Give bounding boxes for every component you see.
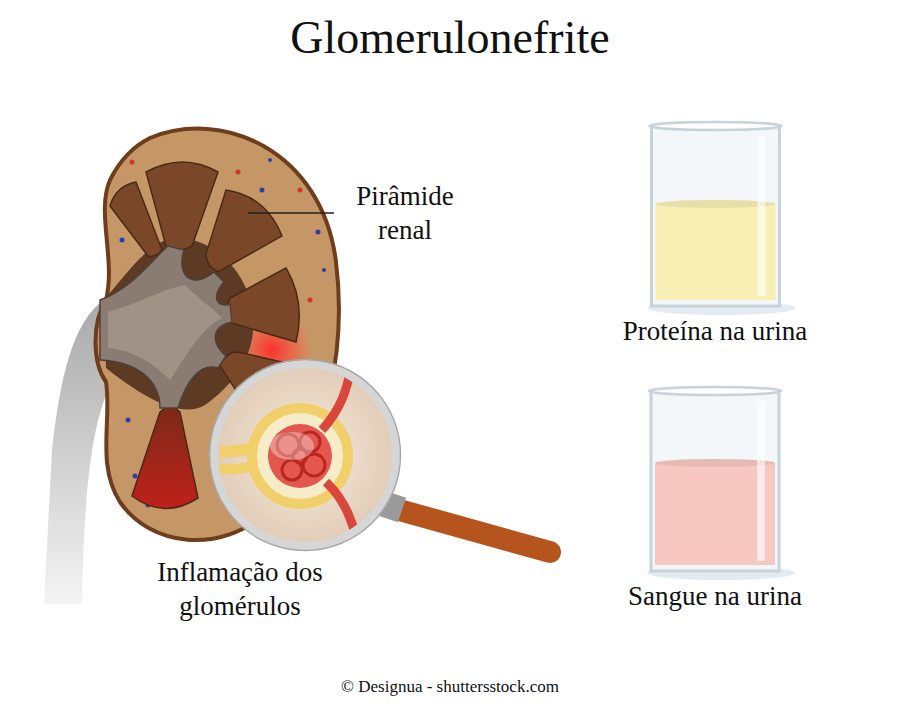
part-label: Pirâmide renal bbox=[330, 180, 480, 248]
cortex-dots bbox=[322, 268, 326, 272]
beaker-drawing bbox=[611, 116, 820, 316]
leader-line bbox=[248, 212, 334, 214]
beaker-label: Sangue na urina bbox=[628, 581, 802, 612]
glass-highlight bbox=[757, 401, 765, 561]
cortex-dots bbox=[308, 298, 313, 303]
beaker-rim bbox=[649, 122, 781, 130]
urine-beaker: Sangue na urina bbox=[615, 381, 815, 612]
glass-highlight bbox=[757, 136, 765, 296]
renal-pyramids bbox=[206, 190, 282, 272]
cortex-dots bbox=[298, 188, 303, 193]
beaker-drawing bbox=[615, 381, 815, 581]
cortex-dots bbox=[130, 160, 135, 165]
urine-beaker: Proteína na urina bbox=[611, 116, 820, 347]
glomerulus-detail bbox=[270, 432, 314, 460]
cortex-dots bbox=[268, 158, 272, 162]
title: Glomerulonefrite bbox=[0, 12, 900, 65]
beaker-outline bbox=[651, 391, 779, 571]
cortex-dots bbox=[133, 474, 138, 479]
pelvis-highlight bbox=[108, 285, 222, 380]
renal-pyramids bbox=[132, 407, 198, 509]
beaker-outline bbox=[651, 126, 779, 306]
cortex-dots bbox=[120, 238, 125, 243]
beaker-glass bbox=[651, 391, 779, 571]
renal-pelvis bbox=[100, 246, 232, 408]
magnifier-ring bbox=[214, 364, 396, 546]
watermark: © Designua - shuttersstock.com bbox=[0, 676, 900, 697]
cortex-dots bbox=[126, 418, 131, 423]
renal-pyramids bbox=[110, 182, 162, 256]
glomerulus-detail bbox=[268, 424, 332, 488]
beaker-glass bbox=[651, 126, 779, 306]
magnifier-handle bbox=[392, 508, 550, 552]
renal-pyramids bbox=[226, 268, 299, 342]
beaker-rim bbox=[649, 387, 781, 395]
magnifier-ring-edge bbox=[210, 360, 401, 551]
cortex-dots bbox=[260, 188, 265, 193]
cortex-dots bbox=[236, 170, 241, 175]
beaker-label: Proteína na urina bbox=[623, 316, 807, 347]
glomerulus-detail bbox=[205, 360, 360, 550]
cortex-dots bbox=[316, 230, 321, 235]
part-label: Inflamação dos glomérulos bbox=[140, 556, 340, 624]
